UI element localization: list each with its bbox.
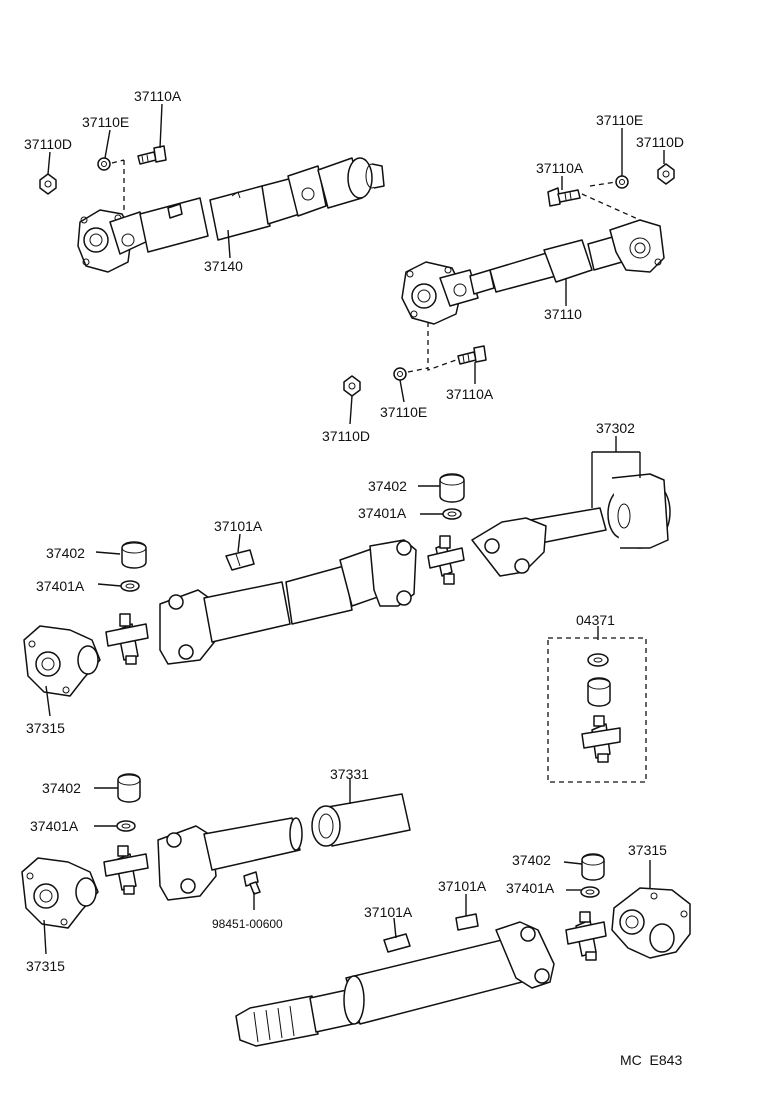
label-04371: 04371: [576, 612, 615, 628]
label-98451-00600: 98451-00600: [212, 917, 283, 931]
label-37110A-top-left: 37110A: [134, 88, 182, 104]
kit-04371: [547, 637, 647, 783]
label-37110E-top-left: 37110E: [82, 114, 130, 130]
label-37401A-bottom-left: 37401A: [30, 818, 79, 834]
label-37402-bottom-right: 37402: [512, 852, 551, 868]
leader-lines: [43, 103, 665, 955]
label-37331: 37331: [330, 766, 369, 782]
label-37401A-bottom-right: 37401A: [506, 880, 555, 896]
label-37110A-middle: 37110A: [446, 386, 494, 402]
fasteners-middle: [343, 322, 487, 397]
label-37101A-center: 37101A: [214, 518, 263, 534]
propeller-shaft-bottom-left: [21, 773, 411, 929]
label-37110E-middle: 37110E: [380, 404, 428, 420]
fasteners-top-left: [39, 145, 167, 214]
propeller-shaft-center: [23, 473, 671, 697]
label-37101A-bottom-left: 37101A: [364, 904, 413, 920]
propeller-shaft-37140: [77, 157, 385, 273]
footer-code: MC E843: [620, 1052, 683, 1068]
label-37402-bottom-left: 37402: [42, 780, 81, 796]
label-37315-bottom-right: 37315: [628, 842, 667, 858]
propeller-shaft-bottom-right: [235, 853, 691, 1047]
label-37401A-center-left: 37401A: [36, 578, 85, 594]
label-37110A-top-right: 37110A: [536, 160, 584, 176]
label-37110E-top-right: 37110E: [596, 112, 644, 128]
label-37302: 37302: [596, 420, 635, 436]
fasteners-top-right: [547, 163, 675, 221]
label-37110D-top-left: 37110D: [24, 136, 73, 152]
propeller-shaft-37110: [401, 219, 665, 325]
label-37402-center-right: 37402: [368, 478, 407, 494]
label-37101A-bottom-right: 37101A: [438, 878, 487, 894]
label-37110D-middle: 37110D: [322, 428, 371, 444]
label-37140: 37140: [204, 258, 243, 274]
label-37401A-center-right: 37401A: [358, 505, 407, 521]
label-37402-center-left: 37402: [46, 545, 85, 561]
label-37315-bottom-left: 37315: [26, 958, 65, 974]
label-37110D-top-right: 37110D: [636, 134, 685, 150]
label-37110: 37110: [544, 306, 582, 322]
label-37315-center: 37315: [26, 720, 65, 736]
